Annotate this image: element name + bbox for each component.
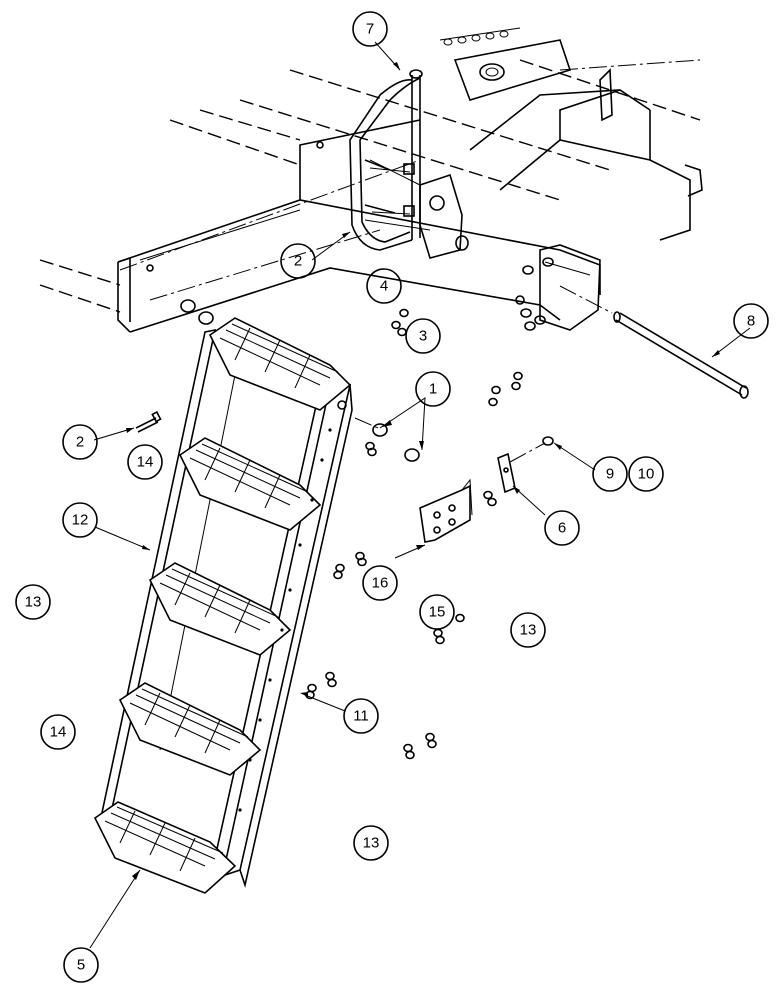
callout-5: 5 [63,947,99,983]
step-3 [148,562,292,656]
hardware [135,159,554,760]
callout-13c-label: 13 [363,835,380,852]
callout-12: 12 [62,502,98,538]
arrowheads [126,62,720,880]
callout-13b-label: 13 [520,622,537,639]
callout-12-label: 12 [72,512,89,529]
callout-16: 16 [362,565,398,601]
callout-15-label: 15 [429,604,446,621]
callout-3-label: 3 [419,328,427,345]
callout-7: 7 [352,11,388,47]
rail-holes [238,400,347,812]
callout-14-lower: 14 [40,714,76,750]
callout-13a-label: 13 [25,594,42,611]
callout-1-label: 1 [429,381,437,398]
callout-15: 15 [419,594,455,630]
callout-10: 10 [628,456,664,492]
callout-14-upper: 14 [127,444,163,480]
callout-11-label: 11 [353,708,369,725]
callout-13-bottom: 13 [353,825,389,861]
callout-14b-label: 14 [50,724,67,741]
callout-3: 3 [405,318,441,354]
callout-2b-label: 2 [76,434,84,451]
callout-2-bolt: 2 [62,424,98,460]
callout-1: 1 [415,371,451,407]
callout-4-label: 4 [380,278,388,295]
callout-7-label: 7 [366,21,374,38]
callout-2-handrail: 2 [280,243,316,279]
callout-10-label: 10 [638,466,655,483]
callout-8: 8 [733,303,769,339]
callout-14a-label: 14 [137,454,154,471]
shaft [559,285,749,399]
handrail [349,69,423,251]
ladder [93,317,353,894]
callout-4: 4 [366,268,402,304]
frame-bolts [146,141,554,331]
callout-16-label: 16 [372,575,389,592]
callout-9: 9 [592,456,628,492]
step-4 [118,682,262,776]
callout-11: 11 [343,698,379,734]
callout-6: 6 [544,510,580,546]
callout-6-label: 6 [558,520,566,537]
callout-2-label: 2 [294,253,302,270]
step-2 [178,437,322,531]
frame-assembly [39,27,703,333]
callout-9-label: 9 [606,466,614,483]
callout-8-label: 8 [747,313,755,330]
step-5 [93,801,237,894]
step-1 [208,317,352,411]
callout-5-label: 5 [77,957,85,974]
callout-13-right: 13 [510,612,546,648]
callout-13-left: 13 [15,584,51,620]
